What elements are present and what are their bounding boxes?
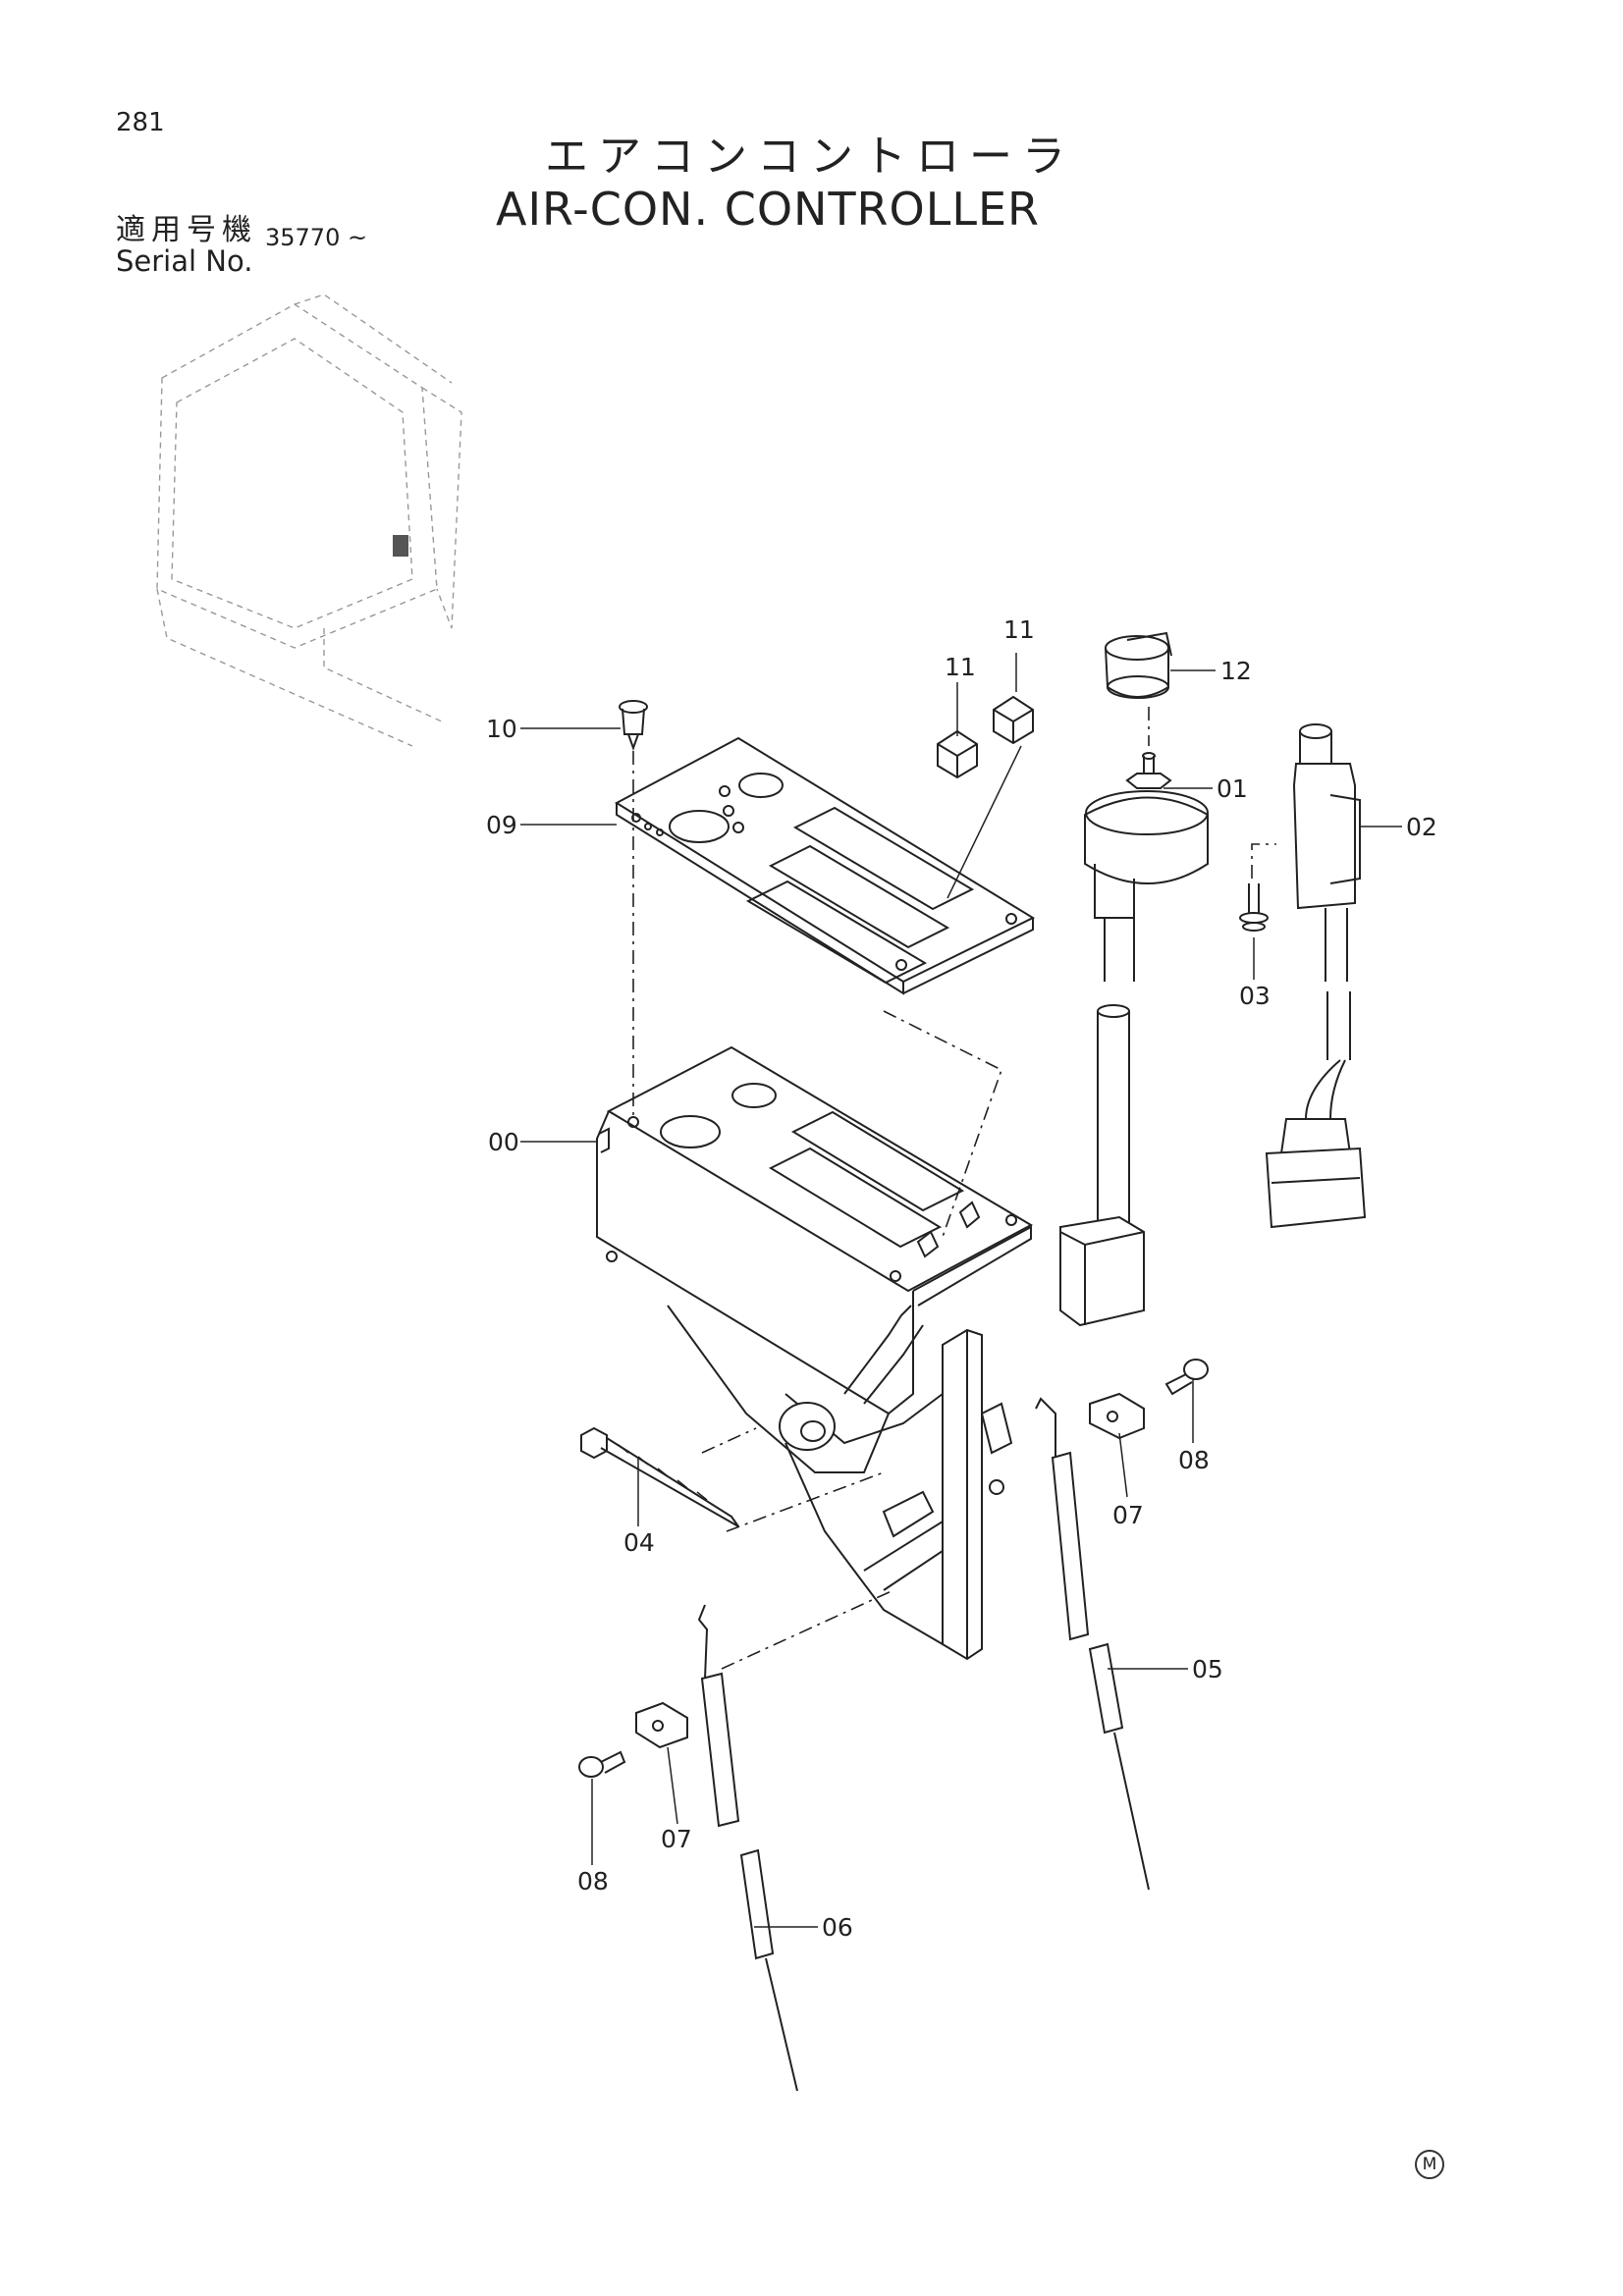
part-02-switch-harness	[1265, 723, 1367, 1229]
part-04-cable-tie	[580, 1426, 739, 1527]
assembly-centre-lines	[632, 707, 1276, 1670]
part-12-knob	[1105, 631, 1172, 699]
callout-03: 03	[1239, 982, 1271, 1010]
callout-11-left: 11	[945, 653, 976, 681]
callout-08-right: 08	[1178, 1446, 1210, 1474]
m-mark-symbol: M	[1415, 2150, 1444, 2179]
part-00-bracket-assembly	[596, 1045, 1034, 1661]
callout-08-left: 08	[577, 1867, 609, 1896]
part-10-pin	[619, 700, 648, 751]
callout-07-left: 07	[661, 1825, 692, 1853]
callout-06: 06	[822, 1913, 853, 1942]
part-09-cover-plate	[614, 736, 1036, 995]
serial-value: 35770 ~	[265, 224, 368, 251]
part-07-cable-clamps	[635, 1392, 1145, 1749]
part-08-bolts	[578, 1359, 1209, 1778]
part-03-screw	[1239, 883, 1269, 932]
page-number: 281	[116, 108, 165, 137]
callout-10: 10	[486, 715, 517, 743]
serial-label-english: Serial No.	[116, 244, 253, 278]
callout-leader-lines	[520, 653, 1402, 1928]
callout-07-right: 07	[1112, 1501, 1144, 1529]
title-english: AIR-CON. CONTROLLER	[496, 183, 1040, 236]
part-05-cable	[1035, 1397, 1150, 1891]
title-japanese: エアコンコントローラ	[545, 132, 1075, 182]
serial-label-japanese: 適用号機	[116, 213, 257, 247]
callout-02: 02	[1406, 813, 1437, 841]
cab-locator-sketch	[156, 294, 462, 747]
callout-12: 12	[1220, 657, 1252, 685]
callout-01: 01	[1217, 774, 1248, 803]
part-01-rotary-switch	[1059, 752, 1209, 1327]
part-06-cable	[697, 1604, 798, 2092]
callout-05: 05	[1192, 1655, 1223, 1683]
callout-04: 04	[623, 1528, 655, 1557]
callout-00: 00	[488, 1128, 519, 1156]
callout-09: 09	[486, 811, 517, 839]
callout-11-right: 11	[1003, 615, 1035, 644]
part-11-slider-knobs	[937, 695, 1034, 779]
